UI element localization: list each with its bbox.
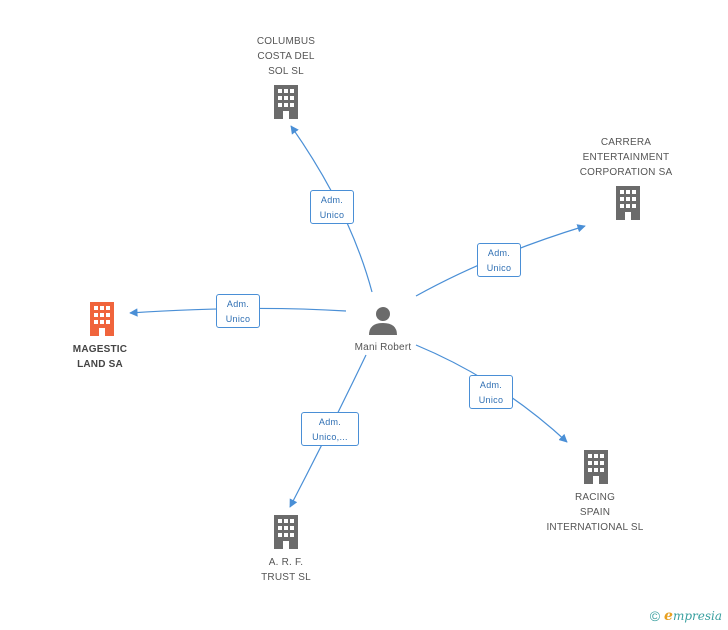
company-label-line: COLUMBUS [256, 36, 316, 47]
person-label[interactable]: Mani Robert [354, 342, 412, 353]
company-label-line: TRUST SL [261, 572, 311, 583]
company-label-line: A. R. F. [268, 557, 304, 568]
edge-label-line: Unico [486, 263, 512, 273]
edge-label-columbus[interactable]: Adm. Unico [310, 190, 354, 224]
edge-label-line: Unico [478, 395, 504, 405]
building-icon[interactable] [580, 450, 612, 484]
building-icon[interactable] [612, 186, 644, 220]
brand-name: mpresia [672, 609, 722, 623]
company-label-line: COSTA DEL [257, 51, 315, 62]
company-label-arf[interactable]: A. R. F. TRUST SL [236, 555, 336, 585]
company-label-line: CARRERA [600, 137, 652, 148]
company-label-magestic[interactable]: MAGESTIC LAND SA [50, 342, 150, 372]
edge-label-line: Unico [225, 314, 251, 324]
building-icon[interactable] [270, 85, 302, 119]
edge-label-line: Adm. [226, 299, 250, 309]
edge-label-magestic[interactable]: Adm. Unico [216, 294, 260, 328]
edge-label-line: Adm. [318, 417, 342, 427]
edge-label-carrera[interactable]: Adm. Unico [477, 243, 521, 277]
edge-label-racing[interactable]: Adm. Unico [469, 375, 513, 409]
building-icon[interactable] [86, 302, 118, 336]
company-label-carrera[interactable]: CARRERA ENTERTAINMENT CORPORATION SA [566, 135, 686, 180]
edge-label-line: Adm. [320, 195, 344, 205]
footer-brand[interactable]: © empresia [650, 608, 722, 624]
edge-label-line: Unico,... [312, 432, 348, 442]
copyright-symbol: © [649, 608, 661, 624]
company-label-columbus[interactable]: COLUMBUS COSTA DEL SOL SL [236, 34, 336, 79]
company-label-line: MAGESTIC [72, 344, 128, 355]
company-label-line: INTERNATIONAL SL [546, 522, 644, 533]
company-label-line: SPAIN [579, 507, 611, 518]
company-label-line: SOL SL [268, 66, 304, 77]
edge-label-arf[interactable]: Adm. Unico,... [301, 412, 359, 446]
company-label-racing[interactable]: RACING SPAIN INTERNATIONAL SL [535, 490, 655, 535]
edge-label-line: Adm. [479, 380, 503, 390]
person-icon[interactable] [368, 305, 398, 335]
company-label-line: CORPORATION SA [579, 167, 673, 178]
edge-label-line: Adm. [487, 248, 511, 258]
company-label-line: RACING [574, 492, 616, 503]
edge-label-line: Unico [319, 210, 345, 220]
company-label-line: ENTERTAINMENT [582, 152, 670, 163]
brand-initial: e [664, 608, 673, 624]
company-label-line: LAND SA [77, 359, 123, 370]
building-icon[interactable] [270, 515, 302, 549]
brand-logo: empresia [664, 608, 722, 624]
